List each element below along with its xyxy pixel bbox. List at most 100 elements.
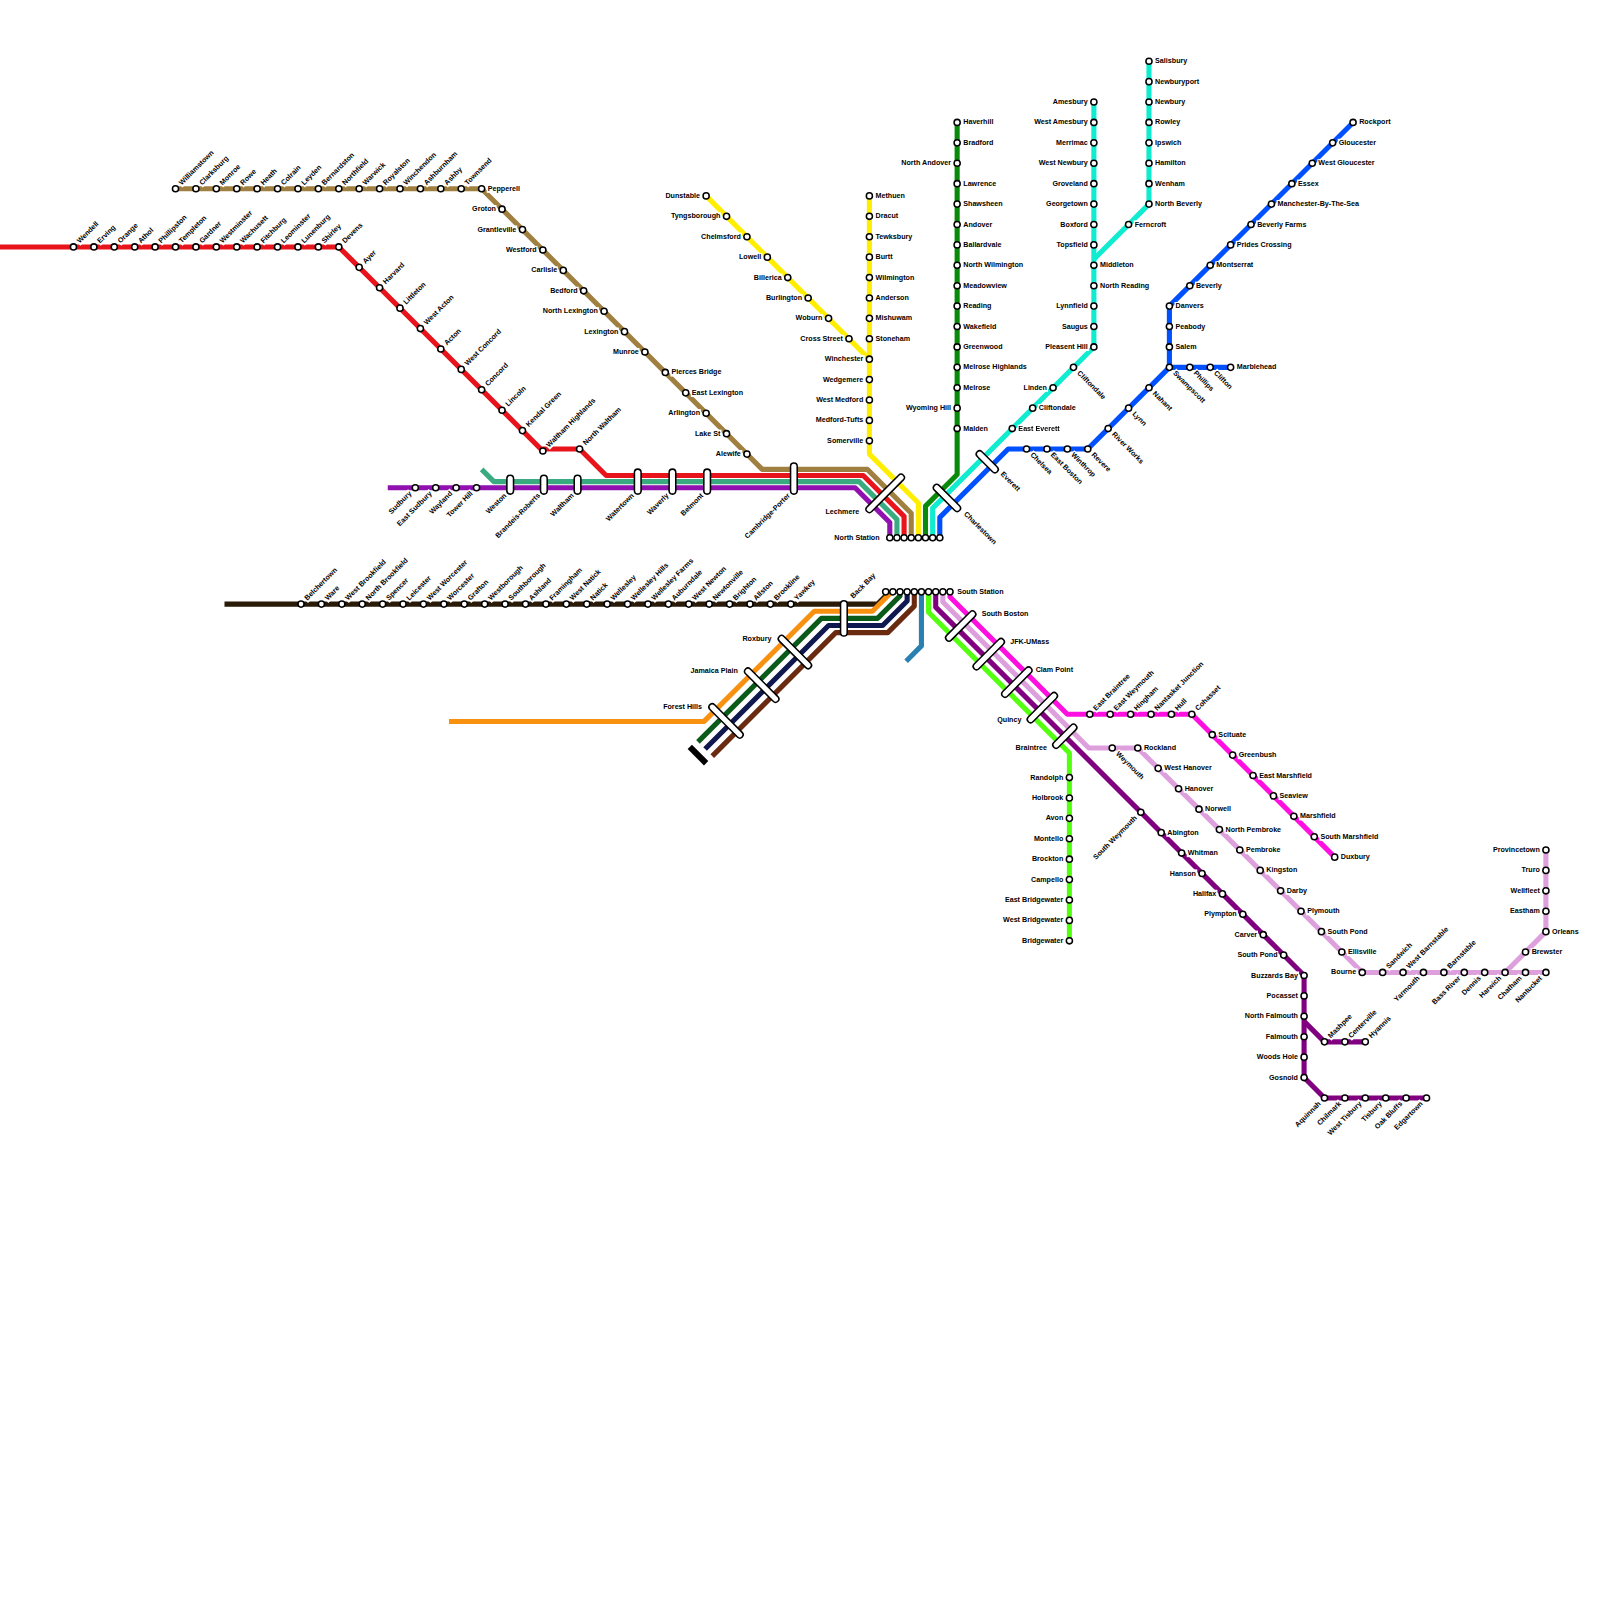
- station-dot: [1330, 140, 1336, 146]
- station-label: Cross Street: [799, 335, 844, 343]
- station-label: Barnstable: [1445, 938, 1478, 971]
- station-label: Rockland: [1143, 744, 1177, 752]
- station-dot: [954, 181, 960, 187]
- station-label: Tewksbury: [874, 233, 913, 241]
- station-label: East Marshfield: [1258, 771, 1313, 779]
- station-dot: [954, 140, 960, 146]
- station-label: Plymouth: [1306, 907, 1341, 915]
- station-dot: [1091, 201, 1097, 207]
- station-label: Forest Hills: [662, 703, 703, 711]
- station-label: Montello: [1033, 835, 1064, 843]
- station-label: Jamaica Plain: [689, 667, 738, 675]
- station-label: East Everett: [1017, 424, 1060, 432]
- station-dot: [686, 601, 692, 607]
- interchange-marker: [1056, 728, 1073, 745]
- station-dot: [908, 535, 914, 541]
- station-dot: [458, 366, 464, 372]
- station-label: Duxbury: [1340, 853, 1371, 861]
- station-dot: [1362, 1095, 1368, 1101]
- station-dot: [1091, 323, 1097, 329]
- interchange-marker: [668, 472, 676, 490]
- station-dot: [254, 244, 260, 250]
- station-label: Boxford: [1059, 220, 1088, 228]
- interchange-marker: [977, 642, 1001, 666]
- station-dot: [1128, 711, 1134, 717]
- station-label: Ipswich: [1154, 139, 1182, 147]
- station-dot: [1166, 323, 1172, 329]
- station-dot: [1091, 283, 1097, 289]
- station-dot: [1091, 242, 1097, 248]
- station-dot: [339, 601, 345, 607]
- station-label: Ferncroft: [1134, 220, 1167, 228]
- station-dot: [954, 119, 960, 125]
- station-label: Wyoming Hill: [905, 404, 952, 412]
- station-label: Lechmere: [824, 508, 860, 516]
- station-label: Heath: [258, 166, 279, 187]
- station-dot: [336, 186, 342, 192]
- rail-line: [712, 592, 914, 756]
- station-dot: [954, 405, 960, 411]
- station-dot: [915, 535, 921, 541]
- station-dot: [234, 186, 240, 192]
- station-label: Greenbush: [1238, 751, 1278, 759]
- station-dot: [1187, 364, 1193, 370]
- station-label: Nahant: [1150, 389, 1174, 413]
- station-dot: [91, 244, 97, 250]
- station-dot: [1383, 1095, 1389, 1101]
- station-label: Kendal Green: [524, 389, 564, 429]
- station-dot: [1240, 911, 1246, 917]
- station-dot: [1298, 908, 1304, 914]
- station-label: Ballardvale: [962, 241, 1002, 249]
- station-dot: [1237, 847, 1243, 853]
- station-label: Hamilton: [1154, 159, 1187, 167]
- station-dot: [1146, 58, 1152, 64]
- station-dot: [1066, 836, 1072, 842]
- station-label: Everett: [998, 470, 1022, 494]
- station-label: Dracut: [874, 212, 899, 220]
- interchange-marker: [949, 614, 972, 637]
- station-label: Townsend: [462, 156, 494, 188]
- station-dot: [866, 234, 872, 240]
- station-label: Stoneham: [874, 335, 911, 343]
- station-dot: [1091, 221, 1097, 227]
- station-dot: [438, 346, 444, 352]
- station-dot: [1482, 969, 1488, 975]
- station-dot: [1228, 242, 1234, 248]
- station-dot: [624, 601, 630, 607]
- station-dot: [1321, 1039, 1327, 1045]
- station-dot: [1126, 221, 1132, 227]
- station-dot: [744, 451, 750, 457]
- station-label: Provincetown: [1492, 846, 1541, 854]
- station-label: Littleton: [401, 280, 428, 307]
- station-dot: [1219, 891, 1225, 897]
- station-dot: [1543, 929, 1549, 935]
- station-dot: [954, 160, 960, 166]
- station-label: Alewife: [715, 450, 742, 458]
- station-dot: [866, 438, 872, 444]
- station-label: Acton: [442, 326, 464, 348]
- station-dot: [543, 601, 549, 607]
- station-dot: [1321, 1095, 1327, 1101]
- station-dot: [420, 601, 426, 607]
- station-dot: [1207, 262, 1213, 268]
- station-label: Pembroke: [1245, 846, 1282, 854]
- station-dot: [193, 186, 199, 192]
- station-dot: [954, 283, 960, 289]
- station-dot: [926, 589, 932, 595]
- station-label: Greenwood: [962, 343, 1003, 351]
- rail-line: [1169, 365, 1230, 370]
- interchange-marker: [840, 604, 848, 633]
- station-label: Pierces Bridge: [670, 368, 722, 376]
- interchange-marker: [635, 472, 640, 490]
- station-dot: [621, 329, 627, 335]
- station-label: Randolph: [1029, 773, 1064, 781]
- station-label: Scituate: [1217, 731, 1247, 739]
- line-terminus: [690, 747, 706, 763]
- station-dot: [1050, 385, 1056, 391]
- station-dot: [397, 305, 403, 311]
- station-dot: [866, 336, 872, 342]
- station-label: North Pembroke: [1224, 826, 1282, 834]
- station-dot: [1230, 752, 1236, 758]
- station-dot: [1420, 969, 1426, 975]
- station-dot: [1281, 952, 1287, 958]
